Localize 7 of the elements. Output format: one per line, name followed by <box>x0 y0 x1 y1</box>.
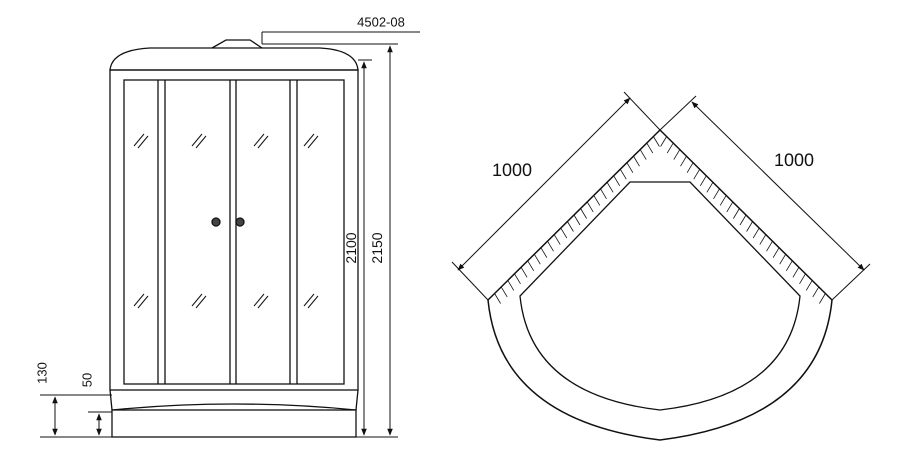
dimension-label: 1000 <box>492 161 532 179</box>
dimension-label: 50 <box>80 372 94 388</box>
dimension-label: 1000 <box>774 151 814 169</box>
dimension-label: 130 <box>36 362 48 384</box>
dimension-label: 2150 <box>370 232 384 264</box>
dimension-label: 2100 <box>344 232 358 264</box>
model-number: 4502-08 <box>357 16 405 28</box>
